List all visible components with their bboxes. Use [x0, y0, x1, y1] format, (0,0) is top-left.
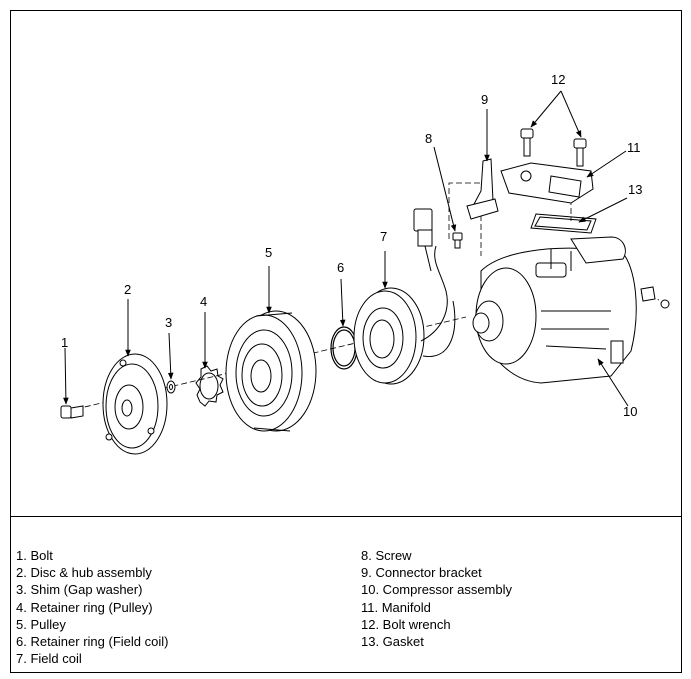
- connector-part: [413, 208, 433, 272]
- bolt-part: [60, 405, 84, 419]
- connector-bracket-part: [466, 158, 499, 220]
- legend-item: 1. Bolt: [16, 548, 53, 563]
- pulley-part: [225, 310, 317, 432]
- figure-frame: 1 2 3 4 5 6 7 8 9 10 11 12 13 1. Bolt 2.…: [10, 10, 682, 673]
- legend-item: 13. Gasket: [361, 634, 424, 650]
- callout-4: 4: [200, 294, 207, 309]
- legend-divider: [11, 516, 681, 517]
- legend-item: 3. Shim (Gap washer): [16, 582, 143, 598]
- callout-12: 12: [551, 72, 565, 87]
- callout-13: 13: [628, 182, 642, 197]
- callout-9: 9: [481, 92, 488, 107]
- side-fitting-part: [640, 286, 670, 309]
- manifold-part: [500, 162, 594, 204]
- legend-item: 9. Connector bracket: [361, 565, 482, 581]
- field-coil-part: [353, 245, 456, 385]
- callout-6: 6: [337, 260, 344, 275]
- legend-item: 5. Pulley: [16, 616, 66, 632]
- shim-part: [166, 380, 176, 394]
- leader-lines: [63, 90, 629, 407]
- gasket-part: [530, 213, 597, 234]
- bolt-wrench-part: [520, 128, 587, 167]
- callout-8: 8: [425, 131, 432, 146]
- legend-item: 2. Disc & hub assembly: [16, 565, 152, 581]
- callout-3: 3: [165, 315, 172, 330]
- disc-hub-part: [102, 353, 168, 455]
- callout-5: 5: [265, 245, 272, 260]
- legend-column-left: 1. Bolt 2. Disc & hub assembly 3. Shim (…: [16, 547, 168, 667]
- parts-legend: 1. Bolt 2. Disc & hub assembly 3. Shim (…: [11, 517, 681, 672]
- callout-7: 7: [380, 229, 387, 244]
- legend-item: 12. Bolt wrench: [361, 616, 451, 632]
- callout-11: 11: [627, 140, 641, 155]
- legend-column-right: 8. Screw 9. Connector bracket 10. Compre…: [361, 547, 512, 650]
- callout-2: 2: [124, 282, 131, 297]
- legend-item: 8. Screw: [361, 548, 412, 563]
- legend-item: 4. Retainer ring (Pulley): [16, 599, 153, 615]
- legend-item: 7. Field coil: [16, 651, 82, 667]
- legend-item: 11. Manifold: [361, 599, 431, 615]
- callout-1: 1: [61, 335, 68, 350]
- exploded-diagram: 1 2 3 4 5 6 7 8 9 10 11 12 13: [11, 11, 681, 516]
- legend-item: 6. Retainer ring (Field coil): [16, 634, 169, 650]
- legend-item: 10. Compressor assembly: [361, 582, 512, 598]
- compressor-part: [472, 236, 637, 384]
- screw-part: [452, 232, 463, 249]
- callout-10: 10: [623, 404, 637, 419]
- diagram-canvas: 1 2 3 4 5 6 7 8 9 10 11 12 13: [60, 72, 670, 455]
- retainer-ring-pulley-part: [195, 365, 224, 407]
